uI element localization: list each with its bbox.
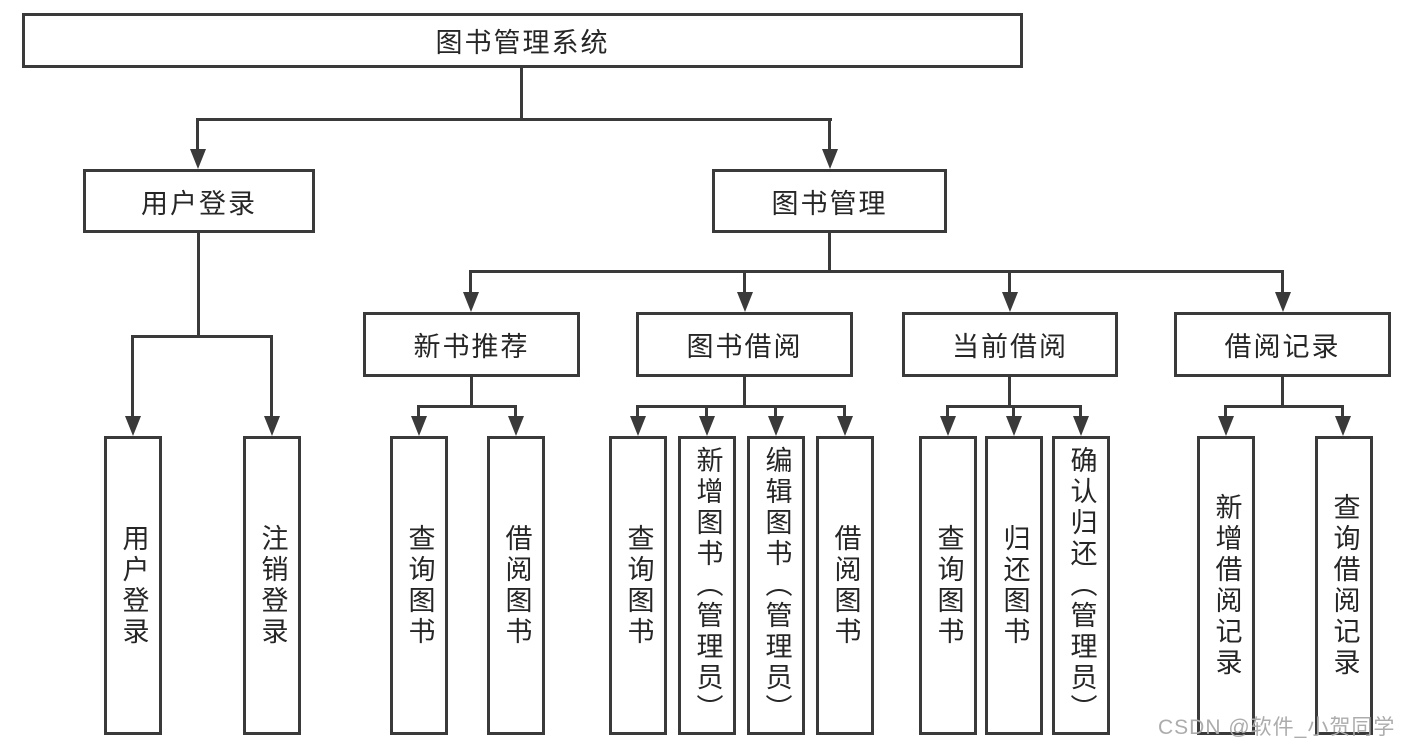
arrow-down-icon [1006,416,1022,436]
connector-line [743,377,746,405]
connector-line [470,377,473,405]
node-new-book-recommendation: 新书推荐 [363,312,580,377]
leaf-confirm-return-admin: 确认归还（管理员） [1052,436,1110,735]
arrow-down-icon [1218,416,1234,436]
node-library-management-system: 图书管理系统 [22,13,1023,68]
arrow-down-icon [1275,292,1291,312]
connector-line [705,405,708,416]
connector-line [1281,270,1284,292]
leaf-label: 查询图书 [933,523,964,648]
connector-line [946,405,949,416]
connector-line [520,68,523,118]
connector-line [1079,405,1082,416]
connector-line [131,335,134,416]
arrow-down-icon [768,416,784,436]
node-label: 用户登录 [141,188,257,219]
leaf-borrow-books-recommend: 借阅图书 [487,436,545,735]
arrow-down-icon [1073,416,1089,436]
connector-line [1012,405,1015,416]
connector-line [196,118,832,121]
node-book-borrowing: 图书借阅 [636,312,853,377]
node-label: 图书借阅 [686,332,803,362]
arrow-down-icon [737,292,753,312]
leaf-edit-books-admin: 编辑图书（管理员） [747,436,805,735]
leaf-label: 查询图书 [623,523,654,648]
leaf-label: 查询图书 [404,523,435,648]
connector-line [1281,377,1284,405]
connector-line [843,405,846,416]
connector-line [636,405,639,416]
leaf-label: 新增借阅记录 [1211,492,1242,679]
connector-line [828,118,831,151]
connector-line [1008,270,1011,292]
arrow-down-icon [630,416,646,436]
arrow-down-icon [1002,292,1018,312]
leaf-query-borrow-record: 查询借阅记录 [1315,436,1373,735]
connector-line [131,335,273,338]
node-user-login: 用户登录 [83,169,315,233]
connector-line [743,270,746,292]
connector-line [270,335,273,416]
connector-line [417,405,517,408]
connector-line [1341,405,1344,416]
leaf-add-books-admin: 新增图书（管理员） [678,436,736,735]
arrow-down-icon [463,292,479,312]
leaf-label: 查询借阅记录 [1329,492,1360,679]
csdn-watermark: CSDN @软件_小贺同学 [1158,716,1396,739]
connector-line [828,233,831,273]
connector-line [636,405,846,408]
node-label: 借阅记录 [1224,332,1341,362]
connector-line [196,118,199,151]
arrow-down-icon [411,416,427,436]
arrow-down-icon [837,416,853,436]
arrow-down-icon [940,416,956,436]
leaf-user-login: 用户登录 [104,436,162,735]
leaf-label: 注销登录 [257,523,288,648]
leaf-label: 借阅图书 [501,523,532,648]
node-borrowing-records: 借阅记录 [1174,312,1391,377]
node-label: 图书管理系统 [435,28,610,58]
leaf-borrow-books: 借阅图书 [816,436,874,735]
connector-line [774,405,777,416]
arrow-down-icon [822,149,838,169]
node-label: 新书推荐 [413,332,530,362]
node-label: 图书管理 [771,188,888,219]
arrow-down-icon [1335,416,1351,436]
leaf-label: 新增图书（管理员） [692,446,723,725]
connector-line [417,405,420,416]
arrow-down-icon [125,416,141,436]
leaf-query-books-current: 查询图书 [919,436,977,735]
node-label: 当前借阅 [952,332,1068,362]
leaf-query-books-borrow: 查询图书 [609,436,667,735]
leaf-label: 用户登录 [118,523,149,648]
node-book-management: 图书管理 [712,169,947,233]
connector-line [469,270,472,292]
connector-line [469,270,1283,273]
connector-line [514,405,517,416]
leaf-label: 借阅图书 [830,523,861,648]
leaf-add-borrow-record: 新增借阅记录 [1197,436,1255,735]
connector-line [1008,377,1011,405]
arrow-down-icon [699,416,715,436]
connector-line [197,233,200,335]
node-current-borrowing: 当前借阅 [902,312,1118,377]
connector-line [1224,405,1344,408]
arrow-down-icon [508,416,524,436]
leaf-return-books: 归还图书 [985,436,1043,735]
leaf-label: 归还图书 [999,523,1030,648]
leaf-logout: 注销登录 [243,436,301,735]
leaf-query-books-recommend: 查询图书 [390,436,448,735]
arrow-down-icon [190,149,206,169]
leaf-label: 编辑图书（管理员） [761,446,792,725]
arrow-down-icon [264,416,280,436]
connector-line [1224,405,1227,416]
leaf-label: 确认归还（管理员） [1066,446,1097,725]
